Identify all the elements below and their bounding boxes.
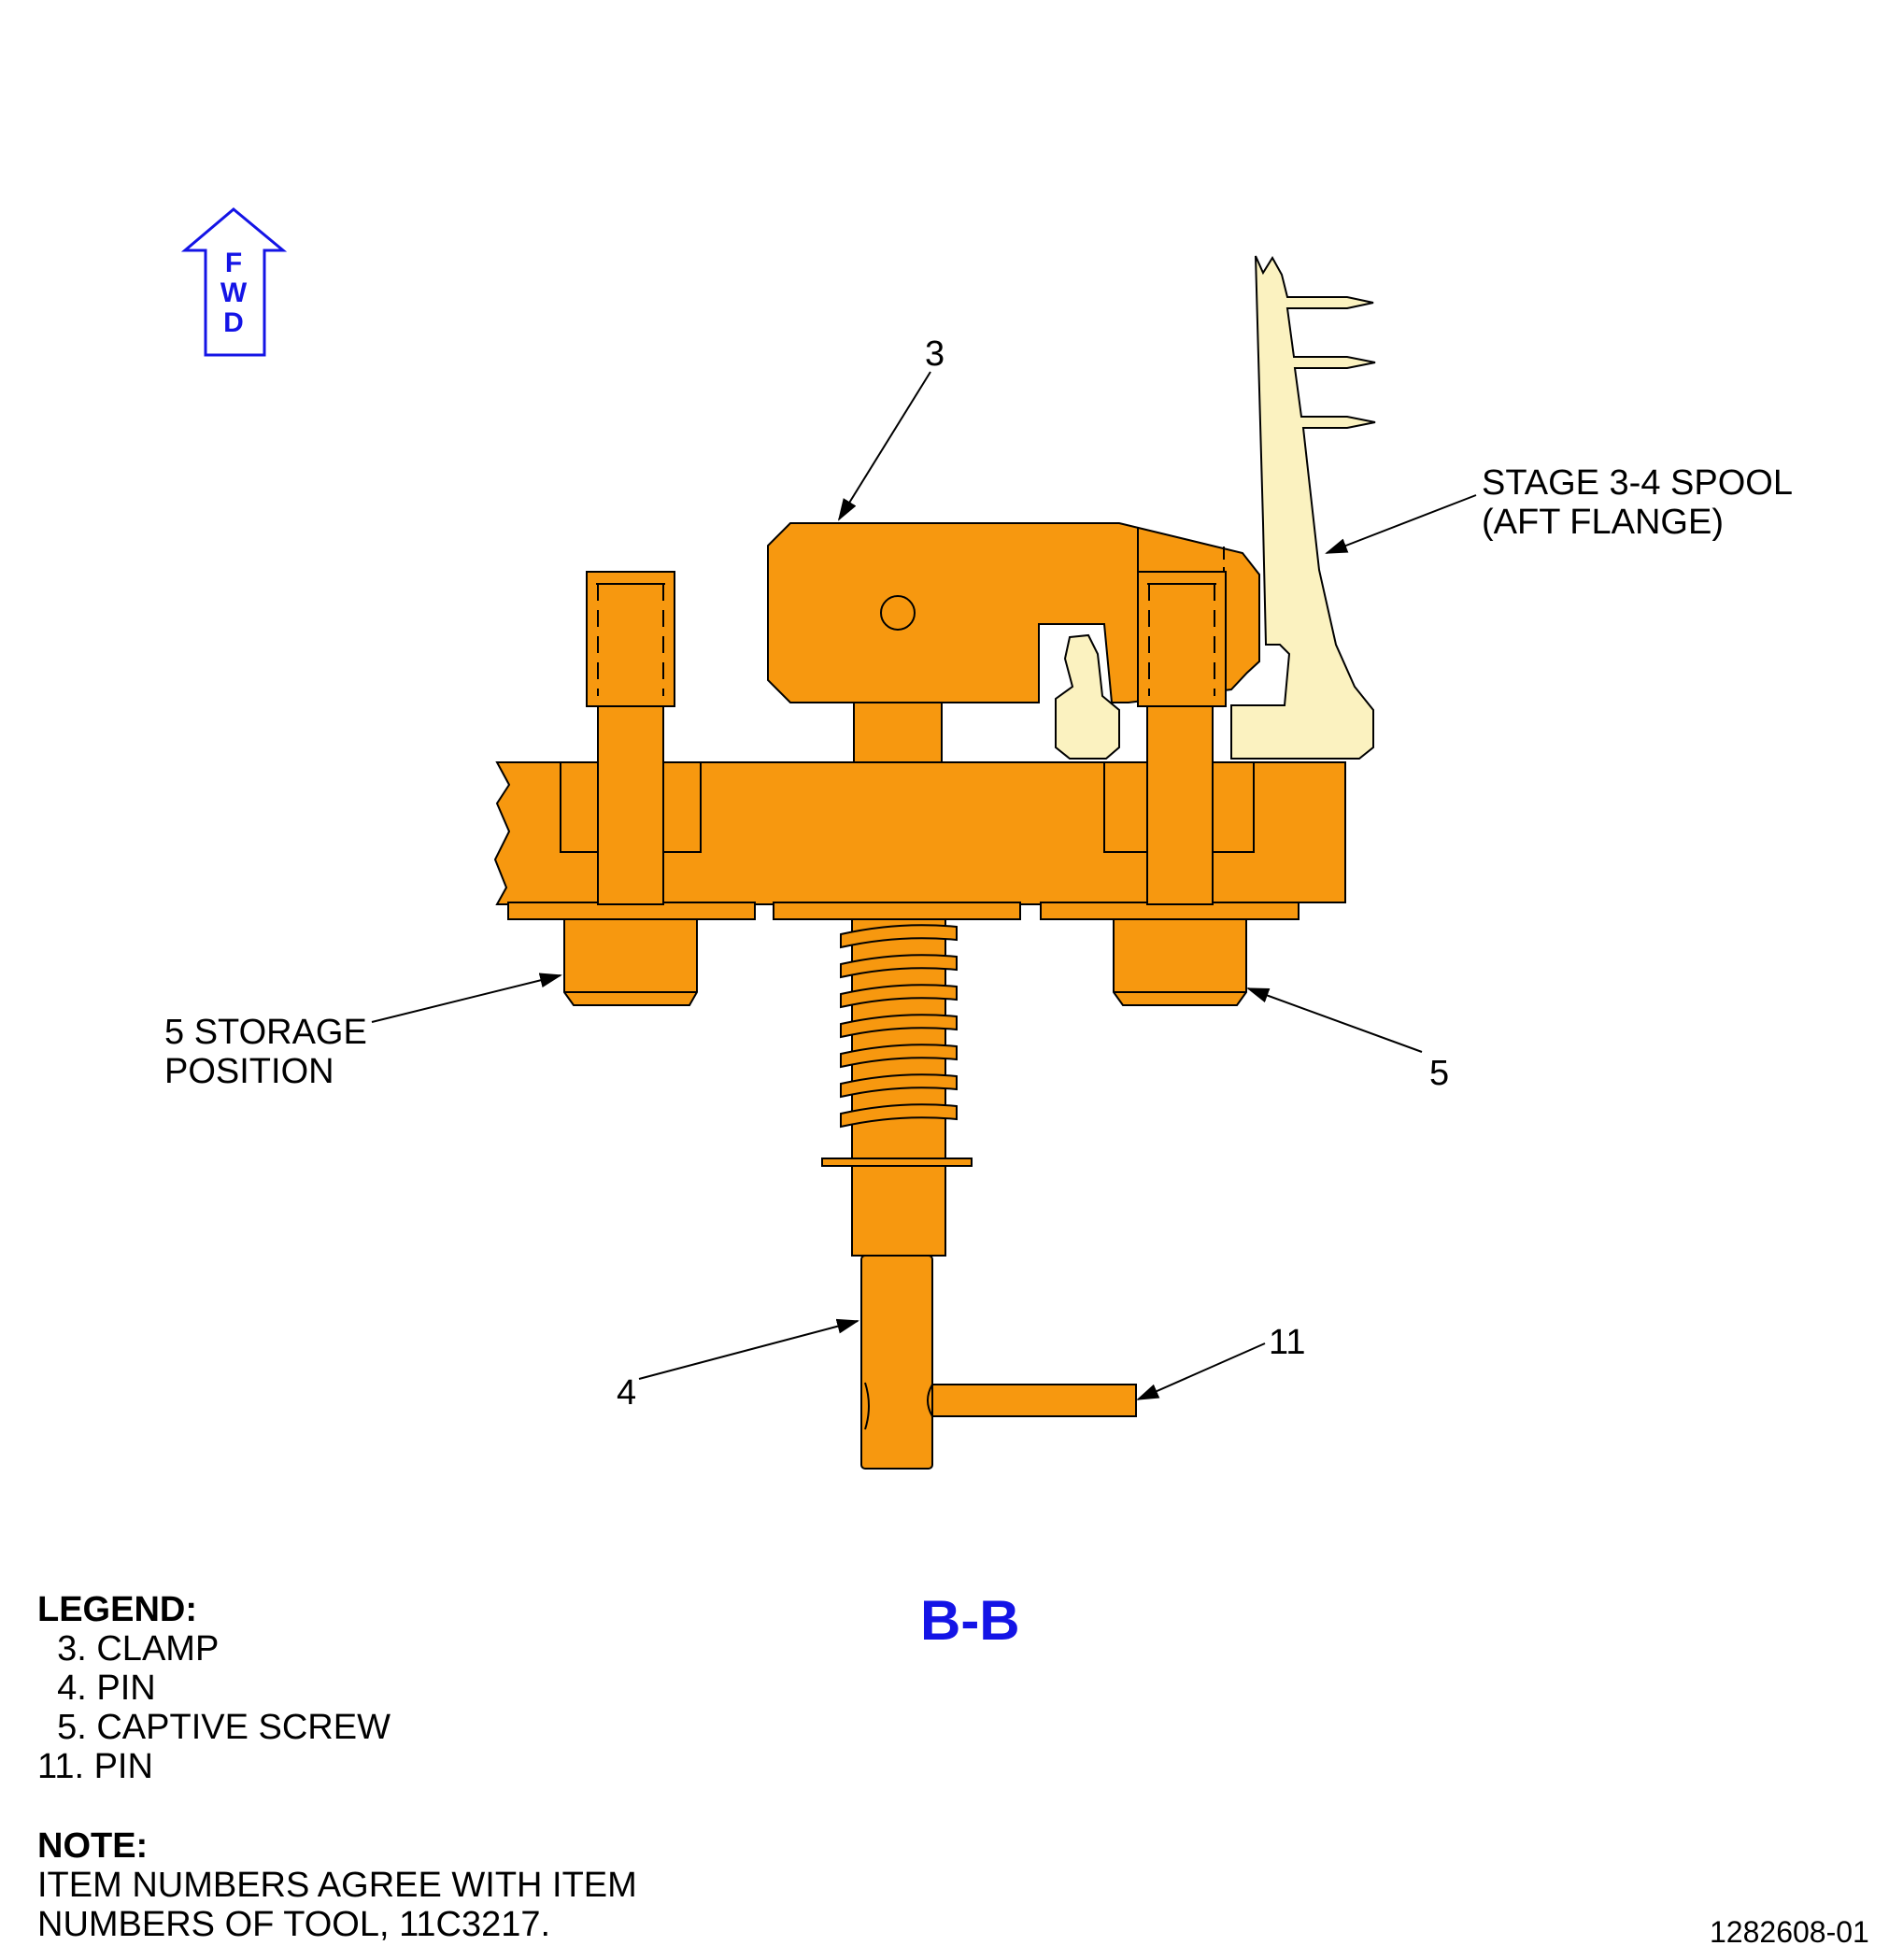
fwd-arrow-icon xyxy=(180,207,288,357)
fwd-letter-w: W xyxy=(220,277,248,308)
callout-storage-line2: POSITION xyxy=(164,1052,334,1091)
legend-item: 11. PIN xyxy=(37,1747,153,1786)
stage-3-4-spool-aft-flange xyxy=(1055,255,1376,760)
note-line1: ITEM NUMBERS AGREE WITH ITEM xyxy=(37,1866,637,1905)
figure-number: 1282608-01 xyxy=(1710,1915,1869,1949)
pin xyxy=(860,1255,933,1470)
legend-item: 5. CAPTIVE SCREW xyxy=(37,1708,391,1747)
callout-3: 3 xyxy=(925,334,945,374)
leader-11 xyxy=(1136,1342,1266,1400)
leader-3 xyxy=(837,371,931,521)
clamp-hole xyxy=(880,595,916,631)
leader-spool xyxy=(1325,494,1477,554)
leader-4 xyxy=(638,1318,859,1380)
spring xyxy=(840,924,958,1129)
legend-item: 3. CLAMP xyxy=(37,1629,220,1669)
callout-spool-line2: (AFT FLANGE) xyxy=(1482,503,1724,542)
note-heading: NOTE: xyxy=(37,1826,149,1866)
fwd-letter-f: F xyxy=(224,248,243,278)
callout-4: 4 xyxy=(617,1373,637,1413)
legend: LEGEND: 3. CLAMP 4. PIN 5. CAPTIVE SCREW… xyxy=(37,1590,391,1786)
legend-item: 4. PIN xyxy=(37,1669,156,1708)
leader-5 xyxy=(1246,987,1423,1053)
callout-spool-line1: STAGE 3-4 SPOOL xyxy=(1482,463,1793,503)
callout-storage-line1: 5 STORAGE xyxy=(164,1013,367,1052)
callout-11: 11 xyxy=(1269,1323,1306,1362)
cross-pin xyxy=(931,1384,1137,1417)
note-line2: NUMBERS OF TOOL, 11C3217. xyxy=(37,1905,551,1944)
legend-heading: LEGEND: xyxy=(37,1590,197,1629)
tool-assembly xyxy=(493,522,1346,1470)
fwd-letter-d: D xyxy=(223,307,244,338)
clamp xyxy=(767,522,1260,703)
note: NOTE: ITEM NUMBERS AGREE WITH ITEM NUMBE… xyxy=(37,1826,637,1944)
callout-5: 5 xyxy=(1429,1054,1450,1093)
leader-storage xyxy=(371,973,562,1023)
base-block xyxy=(493,761,1346,905)
view-title: B-B xyxy=(920,1589,1020,1652)
